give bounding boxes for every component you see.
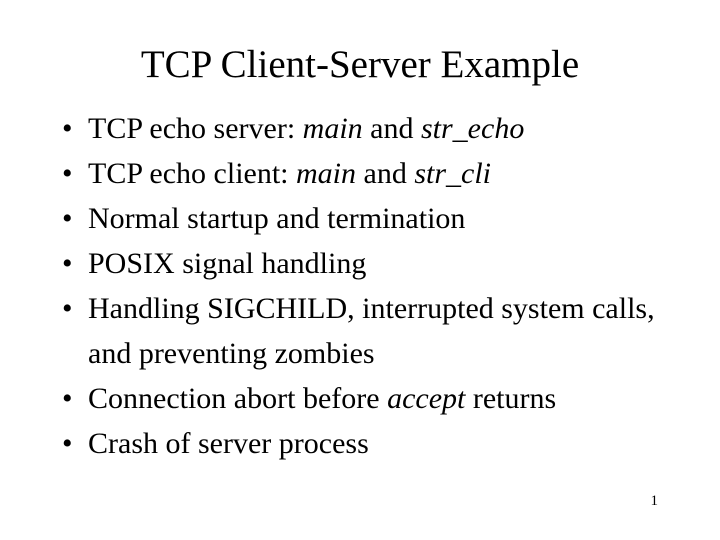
page-number: 1 bbox=[650, 493, 659, 509]
bullet-item-normal-startup-termination: • Normal startup and termination bbox=[58, 196, 678, 241]
bullet-item-label: TCP echo server: main and str_echo bbox=[88, 106, 678, 151]
bullet-item-label: TCP echo client: main and str_cli bbox=[88, 151, 678, 196]
bullet-item-label: Normal startup and termination bbox=[88, 196, 678, 241]
bullet-dot-icon: • bbox=[62, 202, 73, 235]
bullet-item-label: Connection abort before accept returns bbox=[88, 376, 678, 421]
bullet-item-tcp-echo-client: • TCP echo client: main and str_cli bbox=[58, 151, 678, 196]
bullet-dot-icon: • bbox=[62, 427, 73, 460]
text-run: POSIX signal handling bbox=[88, 247, 367, 280]
bullet-dot-icon: • bbox=[62, 157, 73, 190]
bullet-item-tcp-echo-server: • TCP echo server: main and str_echo bbox=[58, 106, 678, 151]
bullet-item-label: Crash of server process bbox=[88, 421, 678, 466]
text-run: and bbox=[356, 157, 415, 190]
bullet-list: • TCP echo server: main and str_echo • TCP … bbox=[58, 106, 678, 466]
bullet-item-connection-abort: • Connection abort before accept returns bbox=[58, 376, 678, 421]
bullet-dot-icon: • bbox=[62, 247, 73, 280]
text-run: Connection abort before bbox=[88, 382, 388, 415]
bullet-item-label: POSIX signal handling bbox=[88, 241, 678, 286]
bullet-item-posix-signal-handling: • POSIX signal handling bbox=[58, 241, 678, 286]
code-identifier: main bbox=[296, 157, 357, 190]
bullet-dot-icon: • bbox=[62, 112, 73, 145]
text-run: Handling SIGCHILD, interrupted system ca… bbox=[88, 292, 655, 370]
text-run: and bbox=[362, 112, 421, 145]
code-identifier: str_cli bbox=[414, 157, 492, 190]
bullet-item-crash-of-server-process: • Crash of server process bbox=[58, 421, 678, 466]
text-run: TCP echo client: bbox=[88, 157, 297, 190]
code-identifier: main bbox=[302, 112, 363, 145]
bullet-item-handling-sigchild: • Handling SIGCHILD, interrupted system c… bbox=[58, 286, 678, 376]
text-run: TCP echo server: bbox=[88, 112, 303, 145]
page-title: TCP Client-Server Example bbox=[140, 43, 580, 86]
code-identifier: accept bbox=[387, 382, 466, 415]
bullet-dot-icon: • bbox=[62, 292, 73, 325]
bullet-dot-icon: • bbox=[62, 382, 73, 415]
text-run: Normal startup and termination bbox=[88, 202, 466, 235]
text-run: returns bbox=[465, 382, 557, 415]
bullet-item-label: Handling SIGCHILD, interrupted system ca… bbox=[88, 286, 678, 376]
code-identifier: str_echo bbox=[421, 112, 525, 145]
text-run: Crash of server process bbox=[88, 427, 369, 460]
